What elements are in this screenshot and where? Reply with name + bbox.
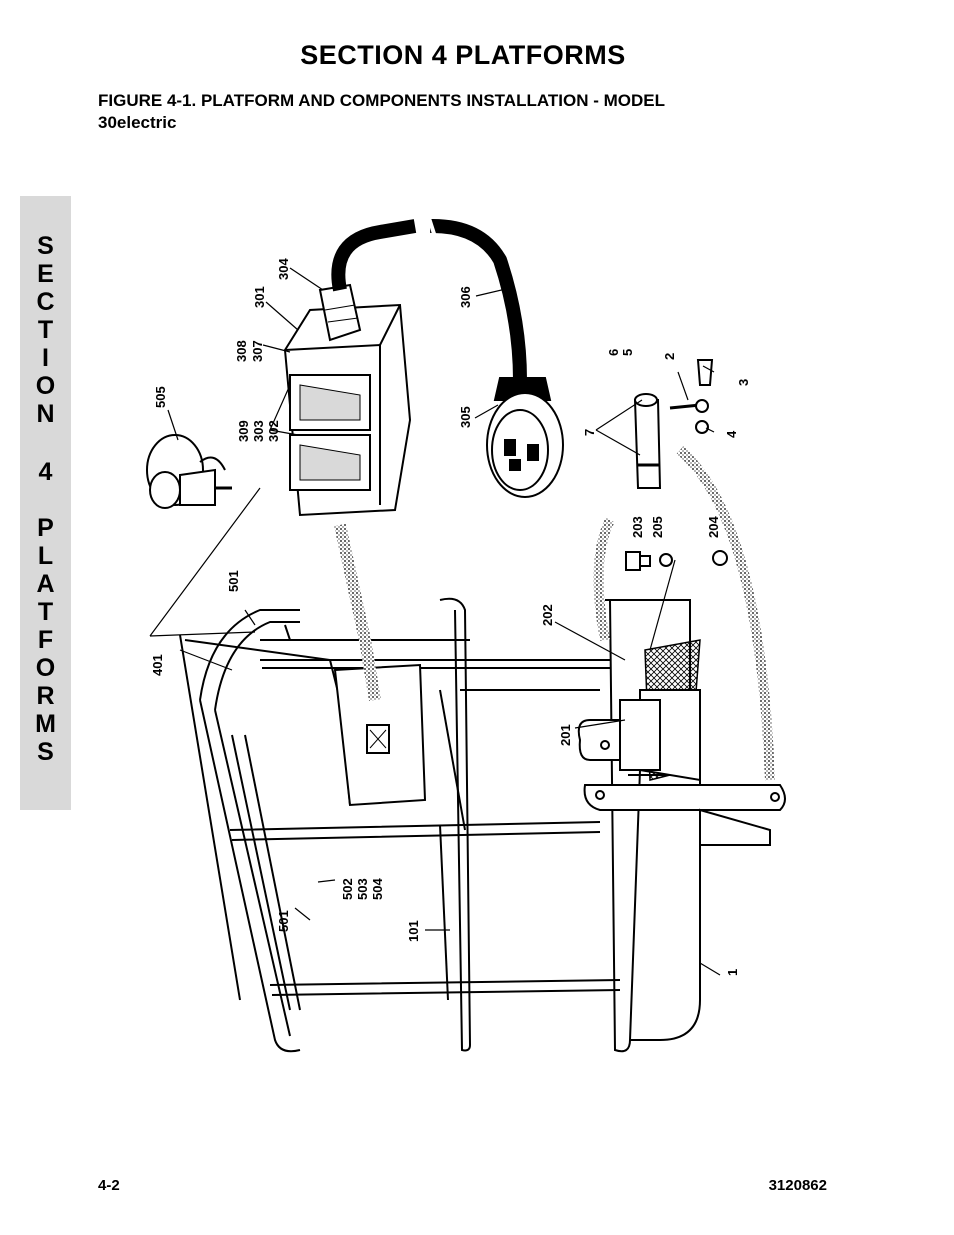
- side-tab-letter: O: [35, 654, 56, 682]
- side-tab-letter: E: [37, 260, 54, 288]
- callout-309: 309: [236, 420, 251, 442]
- electrical-box[interactable]: [283, 283, 412, 517]
- leader-lines: [149, 267, 721, 976]
- document-number: 3120862: [768, 1177, 827, 1194]
- side-tab-letter: T: [37, 598, 54, 626]
- callout-502: 502: [340, 878, 355, 900]
- figure-title-line-2: 30electric: [98, 113, 177, 132]
- section-side-tab[interactable]: S E C T I O N 4 P L A T F O R M S: [20, 196, 71, 810]
- callout-301: 301: [252, 286, 267, 308]
- callout-203: 203: [630, 516, 645, 538]
- callout-labels: 304 301 308 307 309 303 302 306 305 505 …: [150, 258, 751, 976]
- callout-503: 503: [355, 878, 370, 900]
- callout-201: 201: [558, 724, 573, 746]
- callout-3: 3: [736, 379, 751, 386]
- side-tab-letter: T: [37, 316, 54, 344]
- mounting-hardware[interactable]: [625, 550, 728, 571]
- callout-504: 504: [370, 878, 385, 900]
- side-tab-letter: P: [37, 514, 54, 542]
- side-tab-letter: C: [36, 288, 55, 316]
- side-tab-letter: S: [37, 232, 54, 260]
- side-tab-letter: N: [36, 400, 55, 428]
- page-title: SECTION 4 PLATFORMS: [300, 40, 626, 70]
- side-tab-letter: A: [36, 570, 55, 598]
- lanyard-cable-2: [676, 446, 775, 781]
- power-plug[interactable]: [486, 377, 564, 498]
- callout-307: 307: [250, 340, 265, 362]
- power-cord: [331, 219, 417, 292]
- mount-bracket[interactable]: [577, 689, 786, 846]
- callout-306: 306: [458, 286, 473, 308]
- horn[interactable]: [146, 434, 232, 509]
- callout-505: 505: [153, 386, 168, 408]
- callout-501-bottom: 501: [276, 910, 291, 932]
- callout-1: 1: [725, 969, 740, 976]
- callout-6: 6: [606, 349, 621, 356]
- platform-pin[interactable]: [633, 359, 714, 489]
- side-tab-letter: M: [35, 710, 56, 738]
- callout-101: 101: [406, 920, 421, 942]
- callout-302: 302: [266, 420, 281, 442]
- power-cord-segment: [429, 218, 527, 381]
- side-tab-letter: L: [37, 542, 54, 570]
- control-box: [333, 663, 427, 807]
- side-tab-letter: 4: [38, 458, 53, 486]
- callout-204: 204: [706, 516, 721, 538]
- callout-202: 202: [540, 604, 555, 626]
- page-number: 4-2: [98, 1177, 120, 1194]
- callout-501-top: 501: [226, 570, 241, 592]
- side-tab-letter: F: [37, 626, 54, 654]
- callout-5: 5: [620, 349, 635, 356]
- callout-401: 401: [150, 654, 165, 676]
- platform-cage: [179, 597, 701, 1053]
- callout-305: 305: [458, 406, 473, 428]
- callout-308: 308: [234, 340, 249, 362]
- control-cable: [334, 523, 381, 701]
- callout-303: 303: [251, 420, 266, 442]
- callout-4: 4: [724, 430, 739, 438]
- figure-title-line-1: FIGURE 4-1. PLATFORM AND COMPONENTS INST…: [98, 91, 665, 110]
- callout-304: 304: [276, 258, 291, 280]
- side-tab-letter: R: [36, 682, 55, 710]
- side-tab-letter: I: [42, 344, 49, 372]
- lanyard-cable: [593, 517, 615, 641]
- side-tab-letter: O: [35, 372, 56, 400]
- side-tab-letter: S: [37, 738, 54, 766]
- figure-title: FIGURE 4-1. PLATFORM AND COMPONENTS INST…: [98, 90, 798, 134]
- callout-205: 205: [650, 516, 665, 538]
- callout-2: 2: [662, 353, 677, 360]
- callout-7: 7: [582, 429, 597, 436]
